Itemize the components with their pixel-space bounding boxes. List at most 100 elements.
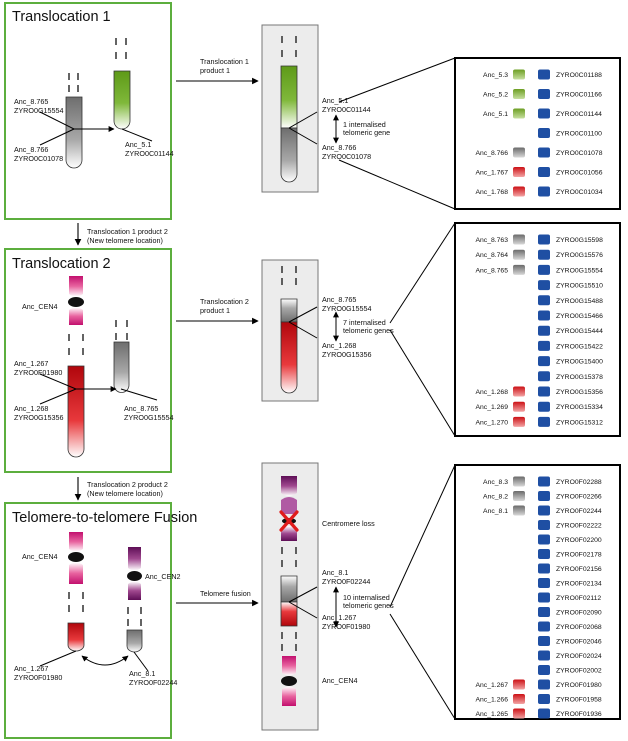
zyro-gene-block (538, 401, 550, 412)
zyro-gene-block (538, 295, 550, 306)
zyro-gene-block (538, 89, 550, 99)
chromosome-magenta-arm (69, 562, 83, 584)
label: Anc_5.1 (125, 140, 151, 149)
label: ZYRO0G15554 (14, 106, 64, 115)
zyro-gene-label: ZYRO0F01958 (556, 697, 602, 704)
zyro-gene-block (538, 340, 550, 351)
gene-row: ZYRO0F02178 (538, 549, 602, 559)
centromere (68, 552, 84, 562)
chromosome-green (113, 70, 131, 130)
zyro-gene-block (538, 520, 550, 530)
zyro-gene-label: ZYRO0C01056 (556, 170, 603, 177)
gene-row: ZYRO0G15466 (538, 310, 603, 321)
gene-row: ZYRO0F02156 (538, 563, 602, 574)
zyro-gene-label: ZYRO0F02244 (556, 508, 602, 515)
chromosome-purple-arm (281, 526, 297, 541)
ancestral-gene-label: Anc_5.2 (483, 92, 508, 99)
ancestral-gene-block (513, 147, 525, 158)
ancestral-gene-label: Anc_1.267 (475, 682, 508, 689)
chromosome-magenta-arm (69, 532, 83, 552)
zoom-lines (338, 57, 456, 720)
zyro-gene-block (538, 147, 550, 158)
ancestral-gene-block (513, 491, 525, 501)
centromere-loss-icon (279, 510, 299, 532)
zyro-gene-block (538, 386, 550, 397)
panel-translocation-1 (4, 2, 172, 220)
label: Anc_8.765 (14, 97, 48, 106)
zyro-gene-block (538, 534, 550, 545)
panel-title: Telomere-to-telomere Fusion (12, 510, 197, 526)
detail-box-fusion (454, 464, 621, 720)
zyro-gene-block (538, 356, 550, 367)
ancestral-gene-label: Anc_8.764 (475, 252, 508, 259)
label-centromere: Anc_CEN4 (22, 552, 58, 561)
ancestral-gene-block (513, 401, 525, 412)
zyro-gene-label: ZYRO0G15334 (556, 404, 603, 411)
chromosome-magenta-arm (69, 307, 83, 325)
fusion-arrow (81, 655, 129, 666)
chromosome-grey (280, 127, 298, 183)
zyro-gene-block (538, 325, 550, 336)
zyro-gene-block (538, 167, 550, 177)
zyro-gene-block (538, 549, 550, 559)
ancestral-gene-block (513, 167, 525, 177)
note: telomeric genes (343, 601, 394, 610)
ancestral-gene-label: Anc_8.3 (483, 479, 508, 486)
note: telomeric gene (343, 128, 390, 137)
ancestral-gene-block (513, 476, 525, 487)
ancestral-gene-label: Anc_1.270 (475, 419, 508, 426)
note: 1 internalised (343, 120, 386, 129)
gene-row: ZYRO0C01100 (538, 128, 602, 138)
zyro-gene-label: ZYRO0F02200 (556, 537, 602, 544)
zyro-gene-label: ZYRO0G15576 (556, 252, 603, 259)
zyro-gene-block (538, 371, 550, 382)
label: Anc_8.1 (129, 669, 155, 678)
gene-row: ZYRO0F02112 (538, 592, 601, 603)
label: ZYRO0F02244 (129, 678, 177, 687)
gene-row: ZYRO0F02090 (538, 607, 602, 617)
gene-row: ZYRO0F02200 (538, 534, 602, 545)
label: Anc_8.765 (124, 404, 158, 413)
zyro-gene-block (538, 476, 550, 487)
gene-row: ZYRO0F02024 (538, 650, 602, 661)
centromere (127, 571, 142, 581)
ancestral-gene-block (513, 386, 525, 397)
ancestral-gene-block (513, 89, 525, 99)
label: ZYRO0G15356 (322, 350, 372, 359)
zyro-gene-label: ZYRO0C01188 (556, 72, 602, 79)
zyro-gene-label: ZYRO0F02068 (556, 624, 602, 631)
zyro-gene-block (538, 249, 550, 260)
note: 7 internalised (343, 318, 386, 327)
chromosome-purple-arm (128, 581, 141, 600)
zyro-gene-block (538, 491, 550, 501)
chromosome-grey (65, 96, 83, 169)
chromosome-purple-arm (281, 497, 297, 514)
arrow-label: product 1 (200, 306, 230, 315)
label: Anc_1.267 (14, 664, 48, 673)
gene-row: ZYRO0G15422 (538, 340, 603, 351)
label: Anc_1.267 (14, 359, 48, 368)
ancestral-gene-label: Anc_8.763 (475, 237, 508, 244)
ancestral-gene-label: Anc_1.266 (475, 697, 508, 704)
gene-row: Anc_1.266 ZYRO0F01958 (475, 694, 602, 704)
zyro-gene-label: ZYRO0G15378 (556, 374, 603, 381)
note: 10 internalised (343, 593, 390, 602)
zyro-gene-label: ZYRO0F02112 (556, 595, 601, 602)
step-label: (New telomere location) (87, 236, 163, 245)
panel-title: Translocation 2 (12, 256, 111, 272)
ancestral-gene-block (513, 416, 525, 427)
zyro-gene-label: ZYRO0G15510 (556, 283, 603, 290)
label: Anc_8.766 (14, 145, 48, 154)
ancestral-gene-label: Anc_8.766 (475, 150, 508, 157)
